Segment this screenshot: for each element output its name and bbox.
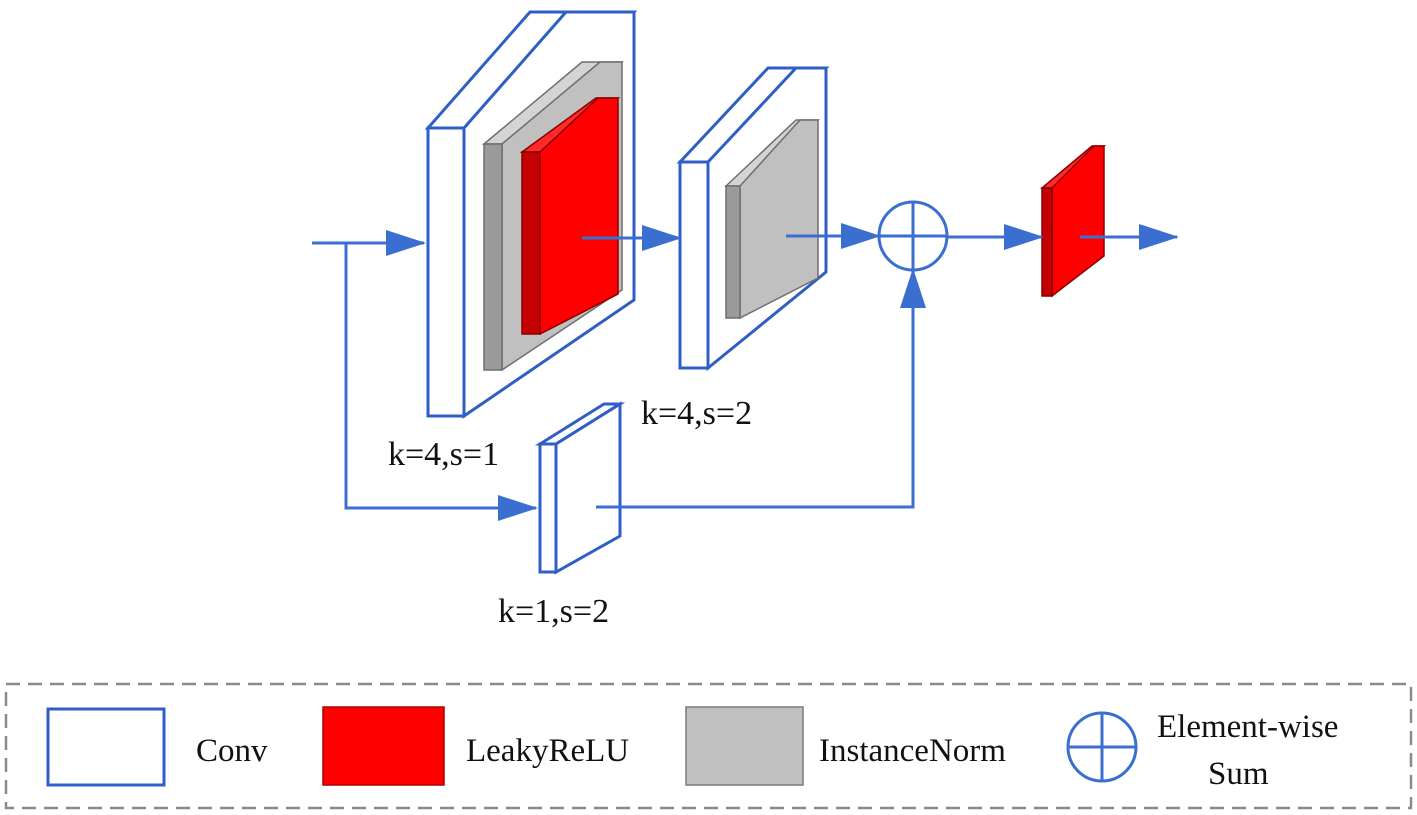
legend-instancenorm-swatch xyxy=(685,706,804,786)
legend-border xyxy=(4,682,1413,810)
block2-conv-norm xyxy=(676,66,830,372)
legend-leakyrelu-swatch xyxy=(322,706,445,786)
shortcut-conv-layer xyxy=(534,401,626,575)
legend: Conv LeakyReLU InstanceNorm Element-wise… xyxy=(4,682,1413,810)
shortcut-to-sum-arrow xyxy=(596,268,926,509)
shortcut-kernel-label: k=1,s=2 xyxy=(498,593,609,630)
circle-plus-icon xyxy=(1066,711,1138,783)
block2-instancenorm-layer xyxy=(724,119,820,320)
sum-node xyxy=(877,200,949,272)
skip-branch-arrow xyxy=(344,243,538,521)
legend-sum-label-line1: Element-wise xyxy=(1157,709,1338,745)
legend-conv-swatch xyxy=(46,707,166,787)
block1-leakyrelu-layer xyxy=(519,97,621,336)
block1-kernel-label: k=4,s=1 xyxy=(388,436,499,473)
legend-conv-label: Conv xyxy=(196,733,268,769)
legend-sum-label-line2: Sum xyxy=(1208,756,1269,792)
block2-kernel-label: k=4,s=2 xyxy=(641,395,752,432)
connections xyxy=(312,223,1179,521)
output-leakyrelu-layer xyxy=(1039,145,1107,298)
legend-leakyrelu-label: LeakyReLU xyxy=(466,733,629,769)
legend-instancenorm-label: InstanceNorm xyxy=(819,733,1006,769)
block1-conv-norm-relu xyxy=(424,10,638,419)
